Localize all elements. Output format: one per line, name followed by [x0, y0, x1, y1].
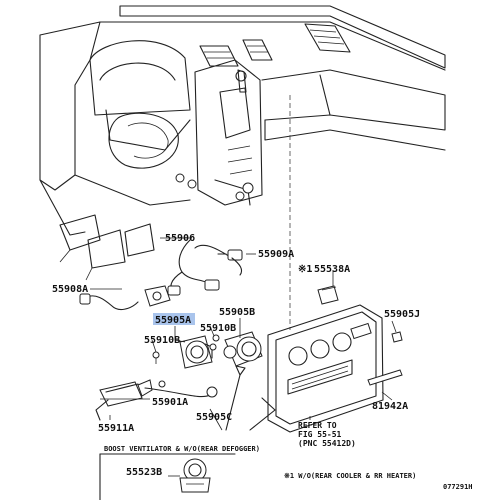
label-55905A[interactable]: 55905A	[155, 315, 191, 326]
footnote: ※1 W/O(REAR COOLER & RR HEATER)	[284, 472, 416, 480]
dashboard-illustration	[39, 5, 446, 281]
label-55538A[interactable]: 55538A	[314, 264, 350, 275]
label-55910B-left[interactable]: 55910B	[144, 335, 180, 346]
center-cluster-panel	[249, 304, 384, 433]
label-55906[interactable]: 55906	[165, 233, 195, 244]
refer-line-3[interactable]: (PNC 55412D)	[298, 439, 356, 448]
control-cable	[95, 379, 218, 421]
label-55909A[interactable]: 55909A	[258, 249, 294, 260]
notes: REFER TO FIG 55-51 (PNC 55412D) BOOST VE…	[104, 421, 473, 491]
part-box-55538A	[317, 285, 339, 305]
label-55523B[interactable]: 55523B	[126, 467, 162, 478]
label-55905C[interactable]: 55905C	[196, 412, 232, 423]
sensor-part	[79, 285, 171, 311]
part-81942A	[367, 369, 403, 386]
boost-ventilator-box	[99, 453, 236, 500]
control-knob-left	[179, 335, 217, 369]
control-knob-right	[223, 331, 263, 367]
part-55905J	[391, 331, 403, 343]
highlight-55905A	[153, 313, 195, 325]
figure-code: 077291H	[443, 483, 473, 491]
label-55901A[interactable]: 55901A	[152, 397, 188, 408]
label-55905B[interactable]: 55905B	[219, 307, 255, 318]
refer-line-1[interactable]: REFER TO	[298, 421, 337, 430]
note-mark-1: ※1	[298, 264, 312, 275]
rod-tip	[235, 365, 246, 376]
boost-ventilator-caption: BOOST VENTILATOR & W/O(REAR DEFOGGER)	[104, 445, 260, 453]
label-55911A[interactable]: 55911A	[98, 423, 134, 434]
wire-harness	[167, 239, 243, 296]
refer-line-2[interactable]: FIG 55-51	[298, 430, 342, 439]
part-labels: 55906 55909A 55908A 55905A 55910B 55910B…	[52, 233, 420, 478]
label-55908A[interactable]: 55908A	[52, 284, 88, 295]
label-55905J[interactable]: 55905J	[384, 309, 420, 320]
label-55910B-right[interactable]: 55910B	[200, 323, 236, 334]
leader-lines	[90, 237, 397, 477]
label-81942A[interactable]: 81942A	[372, 401, 408, 412]
rod-55905C	[225, 374, 241, 431]
